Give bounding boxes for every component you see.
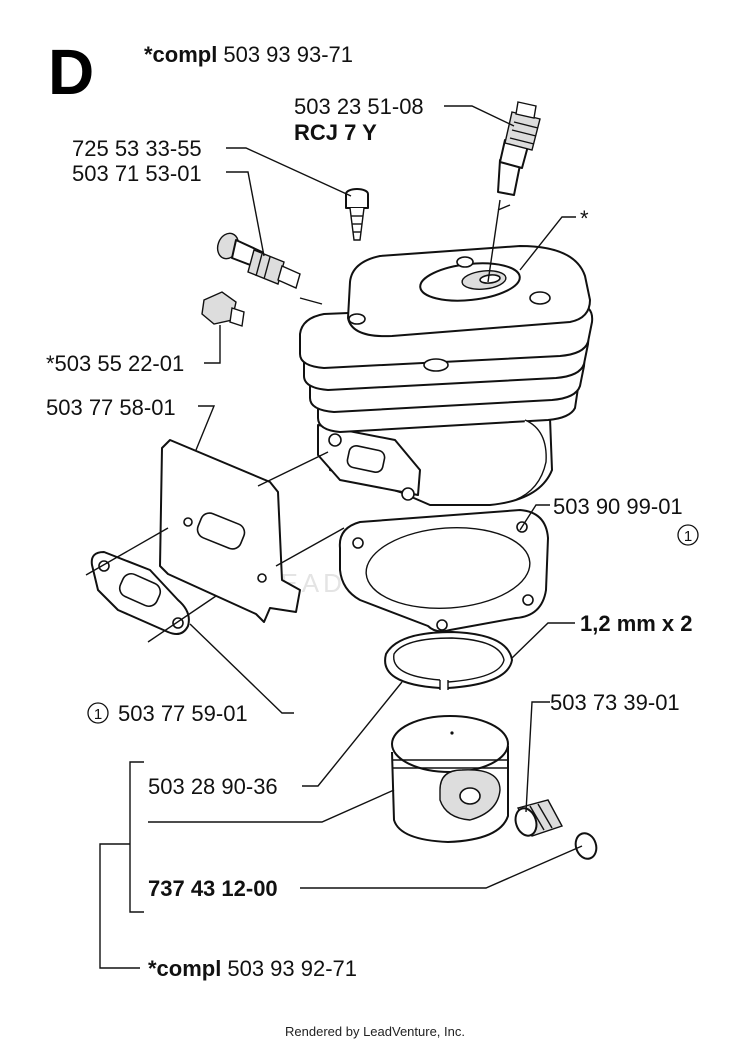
label-decompression-valve: 503 71 53-01 xyxy=(72,161,202,186)
decompression-valve[interactable] xyxy=(214,230,301,289)
label-spark-plug: 503 23 51-08 xyxy=(294,94,424,119)
cylinder[interactable] xyxy=(299,245,594,506)
leader-lines xyxy=(85,105,583,969)
footer-prefix: *compl xyxy=(148,956,221,981)
ref-circle-muffler-gasket xyxy=(87,702,109,724)
piston-rings[interactable] xyxy=(384,631,513,690)
label-plate: 503 77 58-01 xyxy=(46,395,176,420)
header-prefix: *compl xyxy=(144,42,217,67)
needle-bearing[interactable] xyxy=(512,799,564,838)
cylinder-gasket[interactable] xyxy=(338,509,549,633)
piston[interactable] xyxy=(391,715,509,843)
header-number: 503 93 93-71 xyxy=(223,42,353,67)
label-muffler-gasket: 503 77 59-01 xyxy=(118,701,248,726)
label-muffler-gasket-ref: 1 xyxy=(94,706,102,723)
ref-circle-gasket xyxy=(677,524,699,546)
label-ring-spec: 1,2 mm x 2 xyxy=(580,611,693,636)
label-spark-plug-type: RCJ 7 Y xyxy=(294,120,377,145)
section-letter: D xyxy=(48,36,94,108)
plate[interactable] xyxy=(159,439,301,623)
circlip[interactable] xyxy=(572,831,599,862)
label-cylinder-gasket: 503 90 99-01 xyxy=(553,494,683,519)
plug[interactable] xyxy=(201,291,245,327)
label-plug: *503 55 22-01 xyxy=(46,351,184,376)
label-gasket-ref: 1 xyxy=(684,528,692,545)
footer-number: 503 93 92-71 xyxy=(227,956,357,981)
label-piston-ring: 503 28 90-36 xyxy=(148,774,278,799)
label-cylinder: * xyxy=(580,206,589,231)
label-circlip: 737 43 12-00 xyxy=(148,876,278,901)
footer-credit: Rendered by LeadVenture, Inc. xyxy=(285,1024,465,1039)
spark-plug[interactable] xyxy=(497,101,541,211)
screw[interactable] xyxy=(345,188,369,241)
label-needle-bearing: 503 73 39-01 xyxy=(550,690,680,715)
label-screw: 725 53 33-55 xyxy=(72,136,202,161)
